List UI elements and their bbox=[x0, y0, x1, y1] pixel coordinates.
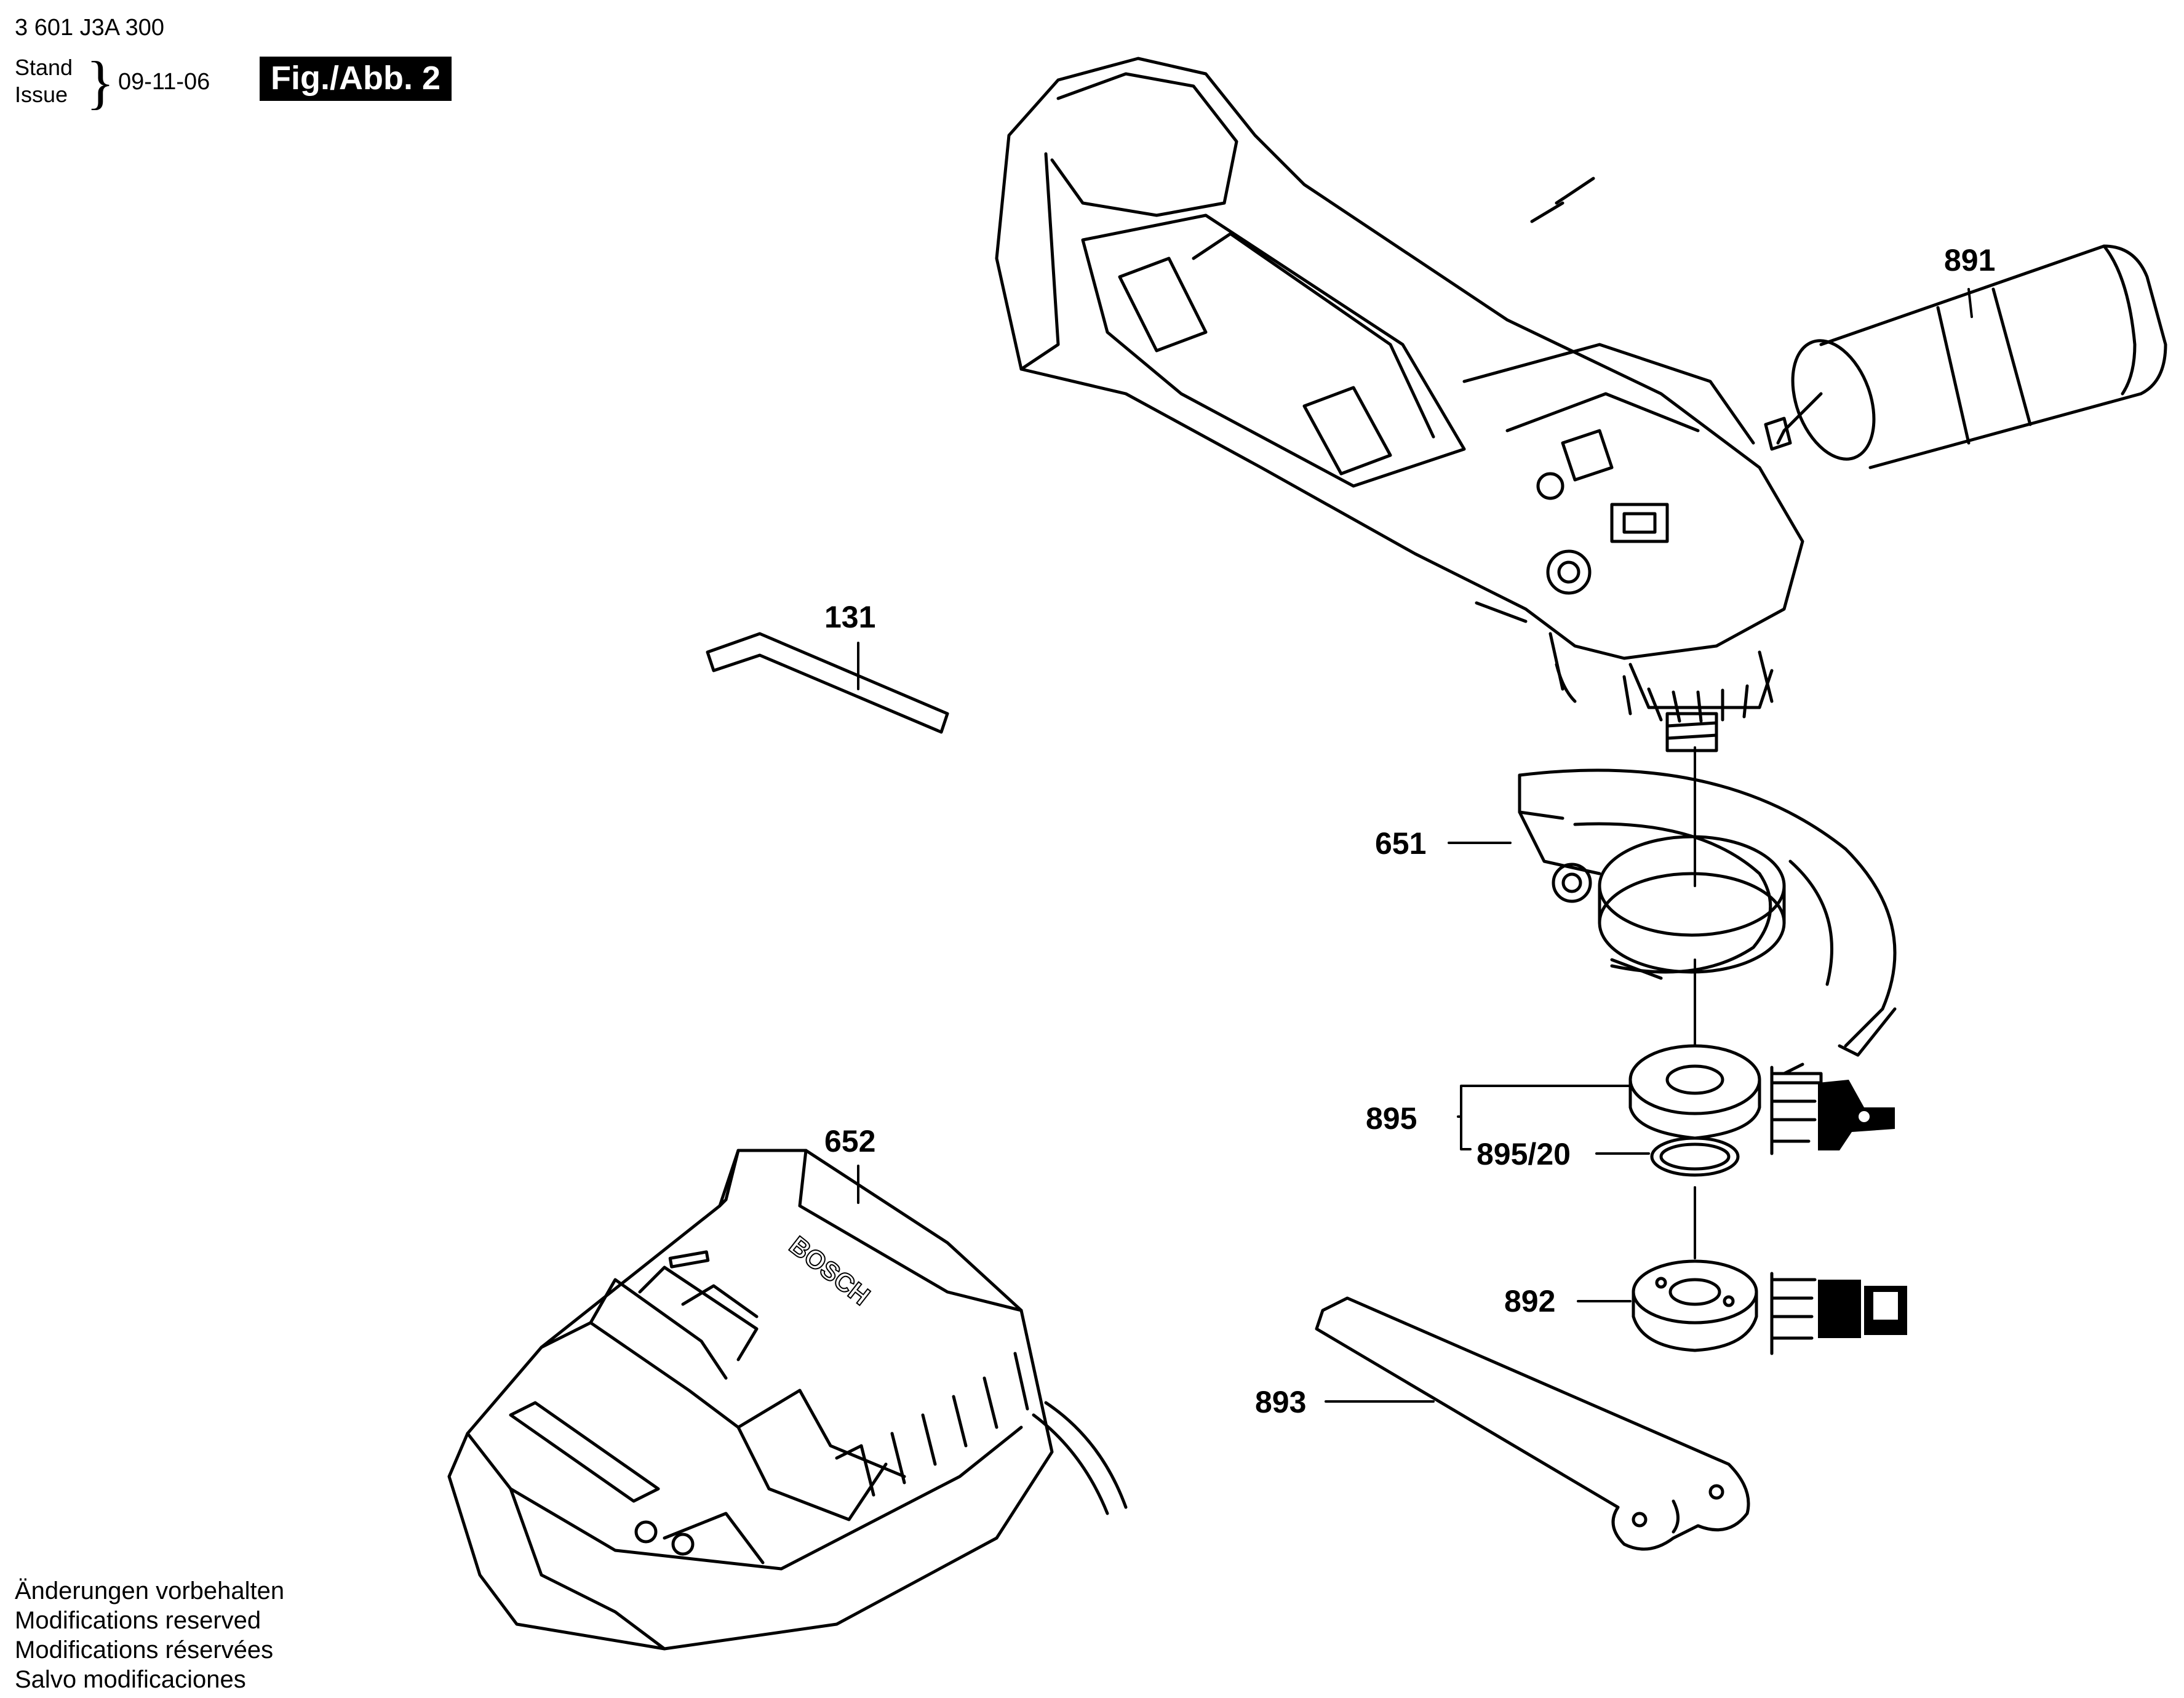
flange-section-view bbox=[1770, 1062, 1823, 1155]
battery-charger bbox=[447, 1149, 1128, 1651]
figure-label: Fig./Abb. 2 bbox=[260, 57, 452, 101]
allen-key bbox=[706, 632, 949, 734]
leader-lines bbox=[857, 288, 1973, 1403]
two-pin-spanner bbox=[1315, 1296, 1750, 1551]
nut-section-view bbox=[1770, 1272, 1817, 1355]
document-number: 3 601 J3A 300 bbox=[15, 15, 164, 41]
part-label-131: 131 bbox=[824, 600, 875, 634]
o-ring bbox=[1650, 1136, 1740, 1177]
issue-date: 09-11-06 bbox=[118, 69, 210, 95]
footer-line-en: Modifications reserved bbox=[15, 1607, 261, 1634]
wheel-guard bbox=[1518, 768, 1897, 1057]
part-label-892: 892 bbox=[1504, 1284, 1555, 1318]
footer-line-de: Änderungen vorbehalten bbox=[15, 1577, 285, 1604]
auxiliary-handle bbox=[1764, 244, 2167, 469]
part-label-651: 651 bbox=[1375, 826, 1426, 861]
issue-label: Issue bbox=[15, 82, 68, 107]
mounting-flange bbox=[1628, 1044, 1761, 1140]
part-label-652: 652 bbox=[824, 1124, 875, 1158]
part-label-895: 895 bbox=[1366, 1101, 1417, 1136]
clamping-nut bbox=[1632, 1259, 1758, 1352]
part-label-891: 891 bbox=[1944, 243, 1995, 277]
part-label-893: 893 bbox=[1255, 1385, 1306, 1419]
stand-label: Stand bbox=[15, 55, 73, 80]
angle-grinder bbox=[995, 57, 1804, 752]
footer-line-fr: Modifications réservées bbox=[15, 1636, 274, 1664]
part-label-895-20: 895/20 bbox=[1477, 1137, 1571, 1171]
brace-glyph: } bbox=[86, 49, 115, 115]
modifications-notice: Änderungen vorbehalten Modifications res… bbox=[15, 1576, 284, 1694]
footer-line-es: Salvo modificaciones bbox=[15, 1666, 246, 1693]
